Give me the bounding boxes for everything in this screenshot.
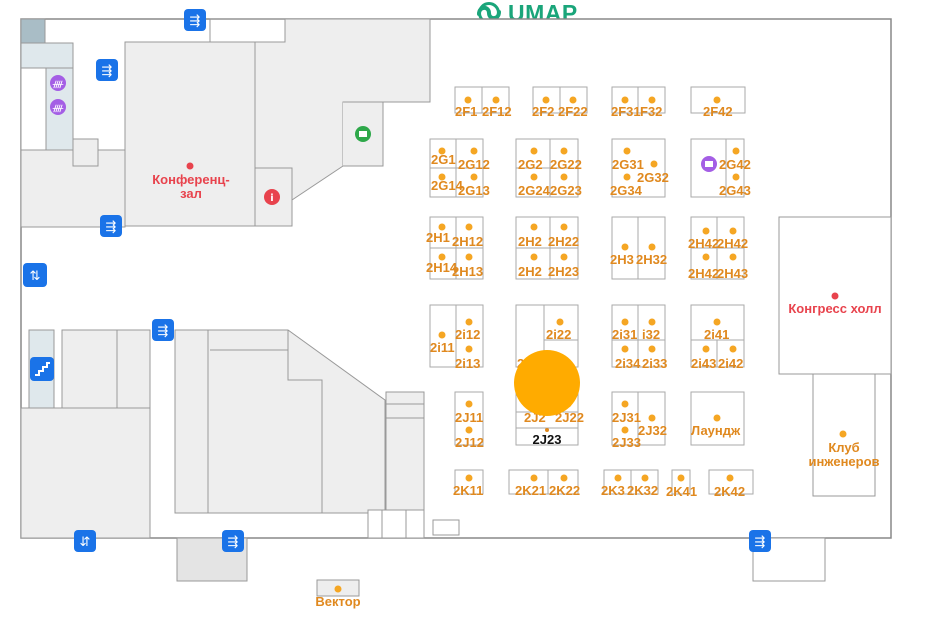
booth-2i33[interactable]: 2i33 bbox=[642, 356, 667, 371]
booth-2J12[interactable]: 2J12 bbox=[455, 435, 484, 450]
info-icon[interactable] bbox=[264, 189, 280, 205]
booth-labels: 2F1 2F12 2F2 2F22 2F31 F32 2F42 2G1 2G12… bbox=[315, 104, 879, 609]
svg-text:i: i bbox=[270, 193, 273, 204]
vector-label[interactable]: Вектор bbox=[315, 594, 360, 609]
booth-2H11[interactable]: 2H1 bbox=[426, 230, 450, 245]
booth-2K11[interactable]: 2K11 bbox=[453, 483, 483, 498]
restroom-icon[interactable] bbox=[50, 75, 66, 91]
booth-2K22[interactable]: 2K22 bbox=[549, 483, 580, 498]
booth-2F32[interactable]: F32 bbox=[640, 104, 662, 119]
booth-outlines bbox=[429, 86, 754, 495]
booth-2F12[interactable]: 2F12 bbox=[482, 104, 512, 119]
booth-2i12[interactable]: 2i12 bbox=[455, 327, 480, 342]
booth-2H13[interactable]: 2H13 bbox=[452, 264, 483, 279]
booth-2i42[interactable]: 2i42 bbox=[718, 356, 743, 371]
booth-2H21[interactable]: 2H2 bbox=[518, 234, 542, 249]
booth-2i13[interactable]: 2i13 bbox=[455, 356, 480, 371]
booth-2G34[interactable]: 2G34 bbox=[610, 183, 643, 198]
booth-2H42[interactable]: 2H42 bbox=[717, 236, 748, 251]
booth-2G11[interactable]: 2G1 bbox=[431, 152, 456, 167]
svg-text:⇶: ⇶ bbox=[158, 324, 169, 339]
club-label-line2[interactable]: инженеров bbox=[808, 454, 879, 469]
amenity-icons: ᚎ ᚎ i bbox=[50, 75, 717, 205]
booth-2K42[interactable]: 2K42 bbox=[714, 484, 745, 499]
booth-2K31[interactable]: 2K3 bbox=[601, 483, 625, 498]
svg-text:⇅: ⇅ bbox=[30, 269, 41, 284]
booth-2i43[interactable]: 2i43 bbox=[691, 356, 716, 371]
conference-label-line2[interactable]: зал bbox=[180, 186, 202, 201]
booth-2J32[interactable]: 2J32 bbox=[638, 423, 667, 438]
svg-text:⇶: ⇶ bbox=[102, 64, 113, 79]
congress-hall-label[interactable]: Конгресс холл bbox=[788, 301, 881, 316]
exit-icon[interactable]: ⇵ bbox=[74, 530, 96, 552]
booth-2G23[interactable]: 2G23 bbox=[550, 183, 582, 198]
booth-2J22[interactable]: 2J22 bbox=[555, 410, 584, 425]
booth-2G42[interactable]: 2G42 bbox=[719, 157, 751, 172]
booth-2H44[interactable]: 2H42 bbox=[688, 266, 719, 281]
exit-icons: ⇶ ⇶ ⇶ ⇶ ⇵ ⇶ ⇶ ⇅ bbox=[23, 9, 771, 552]
selected-booth-dot bbox=[545, 428, 549, 432]
booth-2H23[interactable]: 2H23 bbox=[548, 264, 579, 279]
booth-2K41[interactable]: 2K41 bbox=[666, 484, 697, 499]
booth-2G13[interactable]: 2G13 bbox=[458, 183, 490, 198]
selected-location-marker[interactable] bbox=[514, 350, 580, 416]
booth-2H14[interactable]: 2H14 bbox=[426, 260, 458, 275]
svg-text:⇶: ⇶ bbox=[228, 535, 239, 550]
exit-icon[interactable]: ⇶ bbox=[152, 319, 174, 341]
restroom-icon[interactable] bbox=[50, 99, 66, 115]
booth-2G24[interactable]: 2G24 bbox=[518, 183, 551, 198]
booth-2G12[interactable]: 2G12 bbox=[458, 157, 490, 172]
booth-2K21[interactable]: 2K21 bbox=[515, 483, 546, 498]
booth-2i31[interactable]: 2i31 bbox=[612, 327, 637, 342]
booth-2H31[interactable]: 2H3 bbox=[610, 252, 634, 267]
booth-2i32[interactable]: i32 bbox=[642, 327, 660, 342]
booth-2F31[interactable]: 2F31 bbox=[611, 104, 641, 119]
booth-2G22[interactable]: 2G22 bbox=[550, 157, 582, 172]
svg-text:ᚎ: ᚎ bbox=[52, 80, 64, 90]
exit-icon[interactable]: ⇶ bbox=[222, 530, 244, 552]
booth-2J33[interactable]: 2J33 bbox=[612, 435, 641, 450]
booth-2H22[interactable]: 2H22 bbox=[548, 234, 579, 249]
club-label-line1[interactable]: Клуб bbox=[828, 440, 859, 455]
booth-2H32[interactable]: 2H32 bbox=[636, 252, 667, 267]
booth-2F42[interactable]: 2F42 bbox=[703, 104, 733, 119]
elevator-icon[interactable]: ⇅ bbox=[23, 263, 47, 287]
booth-2F21[interactable]: 2F2 bbox=[532, 104, 554, 119]
booth-2H24[interactable]: 2H2 bbox=[518, 264, 542, 279]
lounge-label[interactable]: Лаундж bbox=[691, 423, 741, 438]
booth-2G14[interactable]: 2G14 bbox=[431, 178, 464, 193]
booth-2J31[interactable]: 2J31 bbox=[612, 410, 641, 425]
stairs-icon[interactable] bbox=[30, 357, 54, 381]
exit-icon[interactable]: ⇶ bbox=[184, 9, 206, 31]
poi-labels: Конференц- зал Конгресс холл bbox=[152, 162, 882, 316]
booth-2H43[interactable]: 2H43 bbox=[717, 266, 748, 281]
booth-2i22[interactable]: 2i22 bbox=[546, 327, 571, 342]
svg-text:⇶: ⇶ bbox=[190, 14, 201, 29]
conference-label-line1[interactable]: Конференц- bbox=[152, 172, 230, 187]
booth-2F11[interactable]: 2F1 bbox=[455, 104, 477, 119]
selected-booth-label[interactable]: 2J23 bbox=[533, 432, 562, 447]
booth-2H12[interactable]: 2H12 bbox=[452, 234, 483, 249]
booth-2H41[interactable]: 2H42 bbox=[688, 236, 719, 251]
booth-2i34[interactable]: 2i34 bbox=[615, 356, 641, 371]
exit-icon[interactable]: ⇶ bbox=[100, 215, 122, 237]
svg-text:⇶: ⇶ bbox=[106, 220, 117, 235]
booth-2i41[interactable]: 2i41 bbox=[704, 327, 729, 342]
exit-icon[interactable]: ⇶ bbox=[749, 530, 771, 552]
svg-text:ᚎ: ᚎ bbox=[52, 104, 64, 114]
booth-2G32[interactable]: 2G32 bbox=[637, 170, 669, 185]
svg-text:⇶: ⇶ bbox=[755, 535, 766, 550]
booth-2F22[interactable]: 2F22 bbox=[558, 104, 588, 119]
exit-icon[interactable]: ⇶ bbox=[96, 59, 118, 81]
booth-2G31[interactable]: 2G31 bbox=[612, 157, 644, 172]
southwest-rooms bbox=[20, 329, 460, 597]
booth-2K32[interactable]: 2K32 bbox=[627, 483, 658, 498]
booth-2J11[interactable]: 2J11 bbox=[455, 410, 483, 425]
booth-2G43[interactable]: 2G43 bbox=[719, 183, 751, 198]
svg-text:⇵: ⇵ bbox=[80, 535, 91, 550]
booth-2i11[interactable]: 2i11 bbox=[430, 340, 455, 355]
booth-2G21[interactable]: 2G2 bbox=[518, 157, 543, 172]
